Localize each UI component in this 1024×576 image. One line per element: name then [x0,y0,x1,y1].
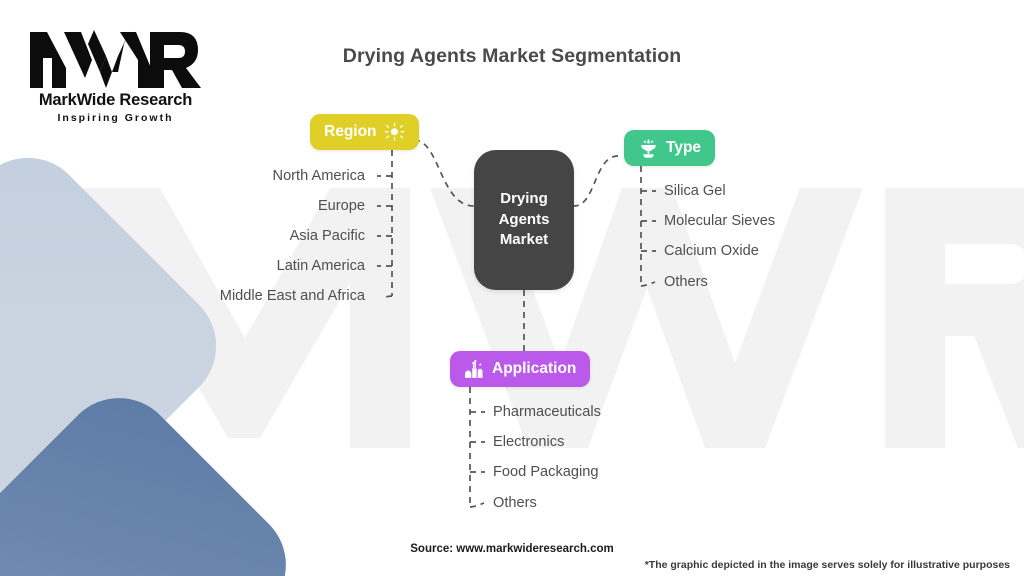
region-leaf-0: North America [272,168,365,184]
badge-type-label: Type [666,139,702,156]
source-attribution: Source: www.markwideresearch.com [410,543,614,555]
badge-type[interactable]: Type [624,130,716,166]
disclaimer-note: *The graphic depicted in the image serve… [644,559,1010,571]
connector-type-center [573,155,619,207]
application-leaf-2: Food Packaging [493,464,599,480]
type-leaf-0: Silica Gel [664,183,726,199]
application-leaf-0: Pharmaceuticals [493,404,601,420]
region-leaf-4: Middle East and Africa [219,288,365,304]
badge-region-label: Region [324,123,377,140]
type-leaf-1: Molecular Sieves [664,213,776,229]
region-leaf-3: Latin America [276,258,365,274]
badge-region[interactable]: Region [310,114,419,150]
center-node-label: Drying Agents Market [498,189,550,249]
logo-tagline: Inspiring Growth [57,112,174,124]
type-leaf-2: Calcium Oxide [664,243,759,259]
connector-type-leaf-3 [640,281,656,287]
region-leaf-2: Asia Pacific [289,228,365,244]
badge-application[interactable]: Application [450,351,591,387]
logo-company-name: MarkWide Research [38,91,193,109]
type-leaf-3: Others [664,274,708,290]
badge-application-label: Application [492,360,577,377]
connector-application-leaf-3 [469,502,485,508]
region-leaf-1: Europe [317,198,365,214]
page-title: Drying Agents Market Segmentation [342,45,682,67]
connector-region-leaf-4 [384,295,393,298]
application-leaf-3: Others [493,495,537,511]
brand-logo: MarkWide Research Inspiring Growth [28,28,203,124]
factory-icon [465,359,483,378]
connector-region-center [413,139,475,207]
logo-mark-icon [30,30,201,88]
beaker-icon [641,138,656,158]
application-leaf-1: Electronics [493,434,565,450]
center-node: Drying Agents Market [474,150,574,290]
globe-icon [384,122,404,141]
